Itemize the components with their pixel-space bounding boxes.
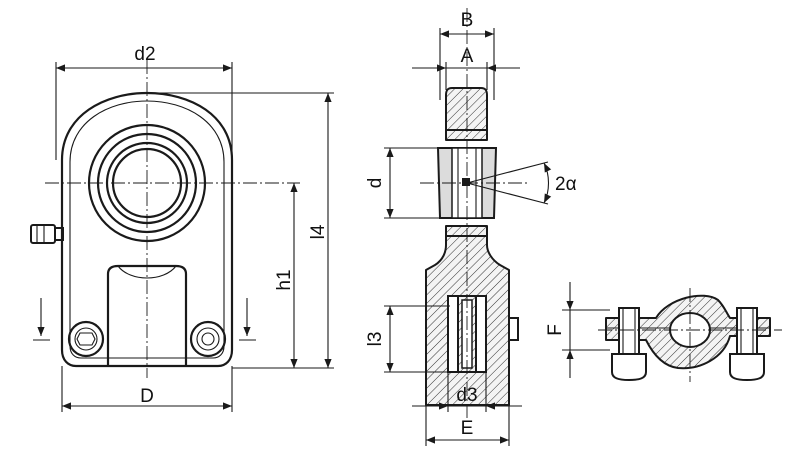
rod-end-body [60,91,234,368]
dim-label-d: d [365,178,386,189]
dim-label-B: B [461,10,474,31]
body-inner-contour [69,100,225,359]
dim-label-E: E [461,418,474,439]
dim-label-2alpha: 2α [555,174,577,195]
clamp-screw-right [729,307,765,382]
dim-label-h1: h1 [274,269,295,290]
dim-label-l4: l4 [308,224,329,239]
clamp-section-view: F [545,282,782,382]
dim-label-D: D [140,386,154,407]
dim-label-A: A [461,46,474,67]
dim-label-d2: d2 [134,44,155,65]
side-section-view: B A d 2α l3 d3 E [365,8,577,446]
screw-left [67,320,105,358]
front-view: d2 D h1 l4 [30,44,334,412]
dim-label-d3: d3 [456,385,477,406]
clamp-screw-left [611,307,647,382]
grease-nipple [30,224,64,244]
dim-label-F: F [545,324,566,336]
screw-right [189,320,227,358]
dim-label-l3: l3 [365,332,386,347]
